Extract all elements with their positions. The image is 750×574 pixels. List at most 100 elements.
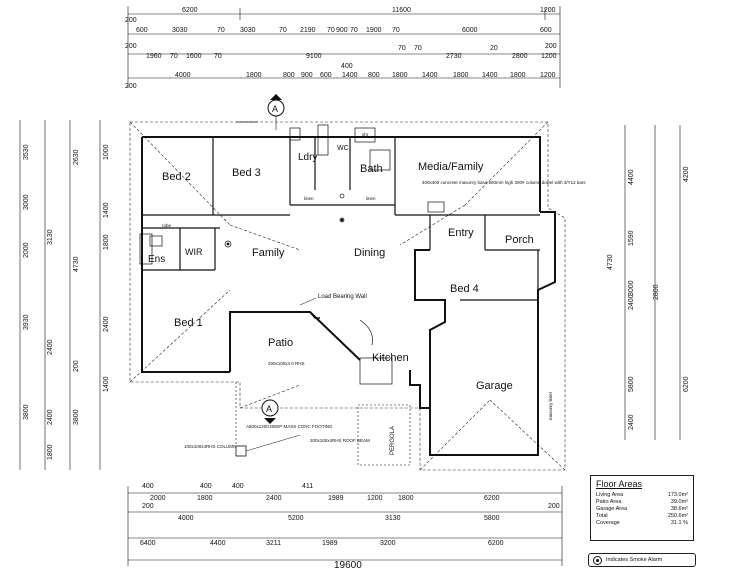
dim-text: 3000 [628,280,635,296]
left-dimensions [19,120,101,470]
right-dimension-texts: 4400 1590 2400 2800 6200 4200 4730 3000 … [607,166,690,430]
dim-text: 200 [548,503,560,510]
room-kitchen: Kitchen [372,352,409,364]
dim-text: 5800 [628,376,635,392]
dim-text: 1400 [422,72,438,79]
floor-area-row: Garage Area 38.6m² [596,506,688,513]
dim-text: 1960 [146,53,162,60]
dim-text: 1590 [628,230,635,246]
dim-text: 1800 [47,444,54,460]
rhs-note: 200x100x4.0 RHS [268,361,305,366]
dim-text: 9100 [306,53,322,60]
dim-text: 1400 [342,72,358,79]
room-bed-2: Bed 2 [162,171,191,183]
section-marker-bottom: A [261,399,279,424]
dim-text: 1200 [367,495,383,502]
dim-text: 1800 [197,495,213,502]
floor-area-value: 173.0m² [667,492,688,498]
dim-text: 1989 [328,495,344,502]
dim-text: 70 [327,27,335,34]
dim-text: 2400 [266,495,282,502]
room-ens: Ens [148,254,165,265]
dim-text: 1800 [246,72,262,79]
fixtures [139,121,445,385]
dim-text: 400 [142,483,154,490]
floor-area-value: 38.6m² [670,506,688,512]
dim-text: 2630 [73,149,80,165]
dim-text: 2800 [653,284,660,300]
dim-text: 600 [136,27,148,34]
dim-text: 600 [540,27,552,34]
dim-text: 6200 [683,376,690,392]
load-bearing-leader [299,297,317,306]
roof-outline [129,121,566,471]
dim-text: 6200 [182,7,198,14]
dim-text: 900 [301,72,313,79]
section-a-label: A [272,104,278,114]
dim-text: 3530 [23,144,30,160]
dim-text: 6200 [488,540,504,547]
room-bed-4: Bed 4 [450,283,479,295]
floor-area-value: 250.6m² [667,513,688,519]
legend-label: Indicates Smoke Alarm [606,557,663,563]
linen-note: linen [304,196,314,201]
floor-area-value: 31.1 % [670,520,688,526]
dim-text: 3130 [385,515,401,522]
room-entry: Entry [448,227,474,239]
floor-area-label: Patio Area [596,499,622,505]
pergola-area [357,404,411,466]
dim-text: 4400 [628,169,635,185]
floor-area-value: 39.0m² [670,499,688,505]
dim-text: 5800 [484,515,500,522]
dim-text: 2000 [23,242,30,258]
smoke-alarm-icon [340,218,344,222]
dim-text: 1800 [453,72,469,79]
dim-text: 1000 [103,144,110,160]
dim-text: 800 [283,72,295,79]
column-note: 400x400 concrete masonry base 800mm high… [422,180,586,185]
plan-notes: Load Bearing Wall 400x400 concrete mason… [162,132,586,449]
dim-text: 6200 [484,495,500,502]
dim-text: 3800 [73,409,80,425]
room-pergola: PERGOLA [390,426,396,455]
dim-text: 4730 [73,256,80,272]
dim-text: 3130 [47,229,54,245]
floor-area-row: Patio Area 39.0m² [596,499,688,506]
dim-text: 1800 [392,72,408,79]
dim-text: 3800 [23,404,30,420]
dim-text: 200 [125,83,137,90]
floor-area-label: Total [596,513,608,519]
smoke-alarm-icon [593,555,602,565]
footing-note: A500x1200 DEEP MASS CONC FOOTING [246,424,333,429]
dim-text: 200 [142,503,154,510]
room-wir: WIR [185,247,203,257]
floor-area-row: Total 250.6m² [596,513,688,520]
dim-text: 200 [125,43,137,50]
dim-text: 3030 [240,27,256,34]
room-media: Media/Family [418,161,484,173]
total-width: 19600 [334,560,362,571]
dim-text: 2400 [628,414,635,430]
dim-text: 3030 [172,27,188,34]
dim-text: 70 [414,45,422,52]
dim-text: 1400 [103,202,110,218]
room-ldry: Ldry [298,152,317,163]
dim-text: 2400 [628,294,635,310]
dim-text: 400 [232,483,244,490]
floor-areas-title: Floor Areas [596,479,643,489]
linen-note: linen [366,196,376,201]
floor-area-row: Living Area 173.0m² [596,492,688,499]
dim-text: 2190 [300,27,316,34]
dim-text: 70 [214,53,222,60]
room-patio: Patio [268,337,293,349]
floor-area-label: Garage Area [596,506,628,512]
room-labels: Bed 2 Bed 3 Ldry WC Bath Media/Family En… [148,145,534,455]
top-dimension-texts: 6200 11600 1200 600 3030 70 3030 70 2190… [125,7,557,90]
room-garage: Garage [476,380,513,392]
dim-text: 4000 [178,515,194,522]
dim-text: 200 [545,43,557,50]
dim-text: 400 [341,63,353,70]
section-a-label: A [266,404,272,414]
room-bed-1: Bed 1 [174,317,203,329]
top-dimensions [127,6,561,88]
